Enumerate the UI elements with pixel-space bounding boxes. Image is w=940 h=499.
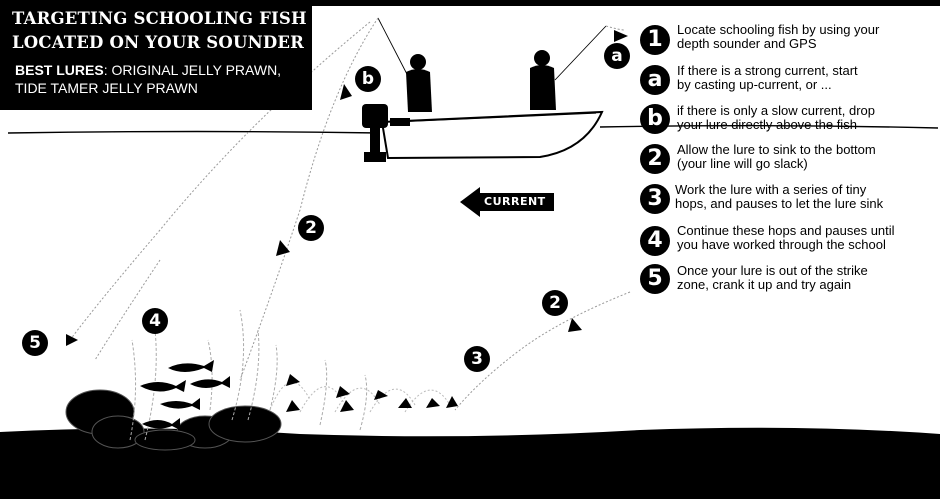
marker-4: 4 (142, 308, 168, 334)
step-b-line-2: your lure directly above the fish (677, 117, 857, 132)
best-lures-line-2: TIDE TAMER JELLY PRAWN (15, 80, 198, 96)
title-panel: TARGETING SCHOOLING FISH LOCATED ON YOUR… (0, 0, 312, 110)
outboard-motor (362, 104, 388, 162)
boat (380, 110, 604, 160)
marker-2-left: 2 (298, 215, 324, 241)
step-3-badge: 3 (640, 184, 670, 214)
step-2-line-1: Allow the lure to sink to the bottom (677, 142, 876, 157)
fish-school (140, 360, 230, 430)
step-2: 2 Allow the lure to sink to the bottom(y… (640, 143, 940, 183)
step-1-badge: 1 (640, 25, 670, 55)
water-surface-left (7, 130, 381, 134)
bottom-band (0, 455, 940, 499)
current-indicator: CURRENT (460, 187, 556, 217)
step-2-badge: 2 (640, 144, 670, 174)
step-4-line-2: you have worked through the school (677, 237, 886, 252)
step-2-line-2: (your line will go slack) (677, 156, 808, 171)
title-line-1: TARGETING SCHOOLING FISH (12, 9, 307, 28)
anglers (406, 50, 556, 112)
step-1-line-2: depth sounder and GPS (677, 36, 817, 51)
direction-arrows (66, 30, 628, 412)
marker-5: 5 (22, 330, 48, 356)
step-4-badge: 4 (640, 226, 670, 256)
step-3-line-1: Work the lure with a series of tiny (675, 182, 867, 197)
best-lures-label: BEST LURES (15, 62, 104, 78)
rocks (65, 389, 282, 451)
step-a-line-2: by casting up-current, or ... (677, 77, 832, 92)
step-b-line-1: if there is only a slow current, drop (677, 103, 875, 118)
top-border (0, 0, 940, 6)
marker-2-right: 2 (542, 290, 568, 316)
step-4-line-1: Continue these hops and pauses until (677, 223, 895, 238)
marker-b: b (355, 66, 381, 92)
title-line-2: LOCATED ON YOUR SOUNDER (12, 33, 305, 52)
current-arrow-icon (460, 187, 554, 217)
step-a-line-1: If there is a strong current, start (677, 63, 858, 78)
step-a-badge: a (640, 65, 670, 95)
best-lures-sep: : (103, 62, 112, 78)
marker-a: a (604, 43, 630, 69)
step-b-badge: b (640, 104, 670, 134)
current-label: CURRENT (484, 195, 546, 208)
seaweed (129, 309, 368, 441)
marker-3: 3 (464, 346, 490, 372)
step-1-line-1: Locate schooling fish by using your (677, 22, 880, 37)
lure-paths (69, 17, 631, 411)
step-5-badge: 5 (640, 264, 670, 294)
fishing-lines (377, 17, 607, 81)
best-lures-line-1: ORIGINAL JELLY PRAWN, (111, 62, 282, 78)
best-lures: BEST LURES: ORIGINAL JELLY PRAWN, TIDE T… (15, 61, 281, 97)
step-3-line-2: hops, and pauses to let the lure sink (675, 196, 884, 211)
step-2-text: Allow the lure to sink to the bottom(you… (677, 143, 940, 171)
step-5-line-1: Once your lure is out of the strike (677, 263, 868, 278)
step-5-line-2: zone, crank it up and try again (677, 277, 852, 292)
